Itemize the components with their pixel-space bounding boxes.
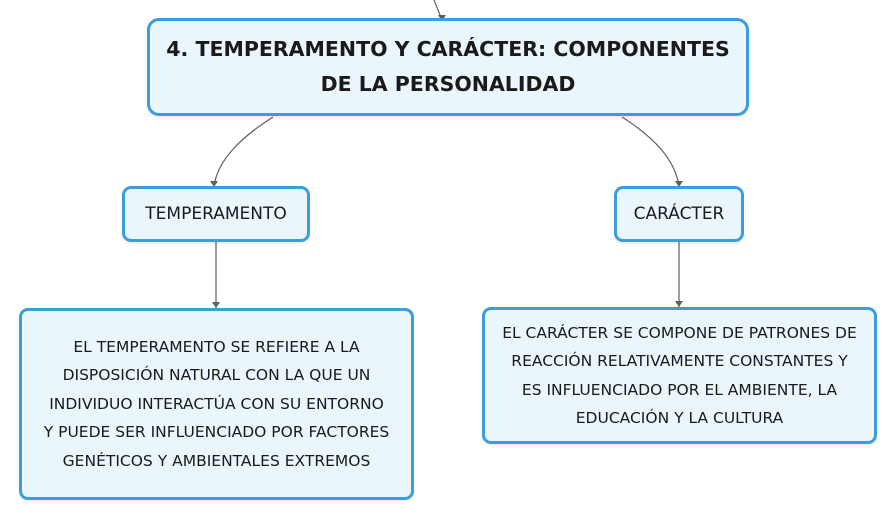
central-topic-line: DE LA PERSONALIDAD: [320, 72, 576, 96]
description-line: GENÉTICOS Y AMBIENTALES EXTREMOS: [62, 451, 371, 470]
connector-title-to-caracter: [621, 116, 680, 187]
arrowhead-caracter: [675, 181, 683, 187]
topic-node-temperamento[interactable]: TEMPERAMENTO: [122, 186, 310, 242]
description-text: EL TEMPERAMENTO SE REFIERE A LA DISPOSIC…: [44, 333, 390, 476]
topic-node-caracter[interactable]: CARÁCTER: [614, 186, 744, 242]
central-topic-text: 4. TEMPERAMENTO Y CARÁCTER: COMPONENTES …: [166, 32, 729, 102]
arrowhead-caracter-leaf: [675, 301, 683, 307]
description-text: EL CARÁCTER SE COMPONE DE PATRONES DE RE…: [502, 319, 857, 433]
arrowhead-temperamento-leaf: [212, 302, 220, 308]
description-line: EL TEMPERAMENTO SE REFIERE A LA: [73, 337, 360, 356]
central-topic-line: 4. TEMPERAMENTO Y CARÁCTER: COMPONENTES: [166, 37, 730, 61]
topic-label: CARÁCTER: [633, 204, 725, 224]
description-node-temperamento[interactable]: EL TEMPERAMENTO SE REFIERE A LA DISPOSIC…: [19, 308, 414, 500]
description-line: ES INFLUENCIADO POR EL AMBIENTE, LA: [521, 380, 838, 399]
description-line: DISPOSICIÓN NATURAL CON LA QUE UN: [62, 366, 371, 385]
description-line: INDIVIDUO INTERACTÚA CON SU ENTORNO: [49, 394, 384, 413]
connector-title-to-temperamento: [213, 116, 274, 187]
description-line: EDUCACIÓN Y LA CULTURA: [575, 409, 784, 427]
description-node-caracter[interactable]: EL CARÁCTER SE COMPONE DE PATRONES DE RE…: [482, 307, 877, 444]
arrowhead-temperamento: [210, 181, 218, 187]
topic-label: TEMPERAMENTO: [145, 204, 287, 224]
description-line: EL CARÁCTER SE COMPONE DE PATRONES DE: [502, 323, 857, 342]
description-line: Y PUEDE SER INFLUENCIADO POR FACTORES: [43, 423, 390, 442]
central-topic-node[interactable]: 4. TEMPERAMENTO Y CARÁCTER: COMPONENTES …: [147, 18, 749, 116]
description-line: REACCIÓN RELATIVAMENTE CONSTANTES Y: [511, 352, 848, 370]
